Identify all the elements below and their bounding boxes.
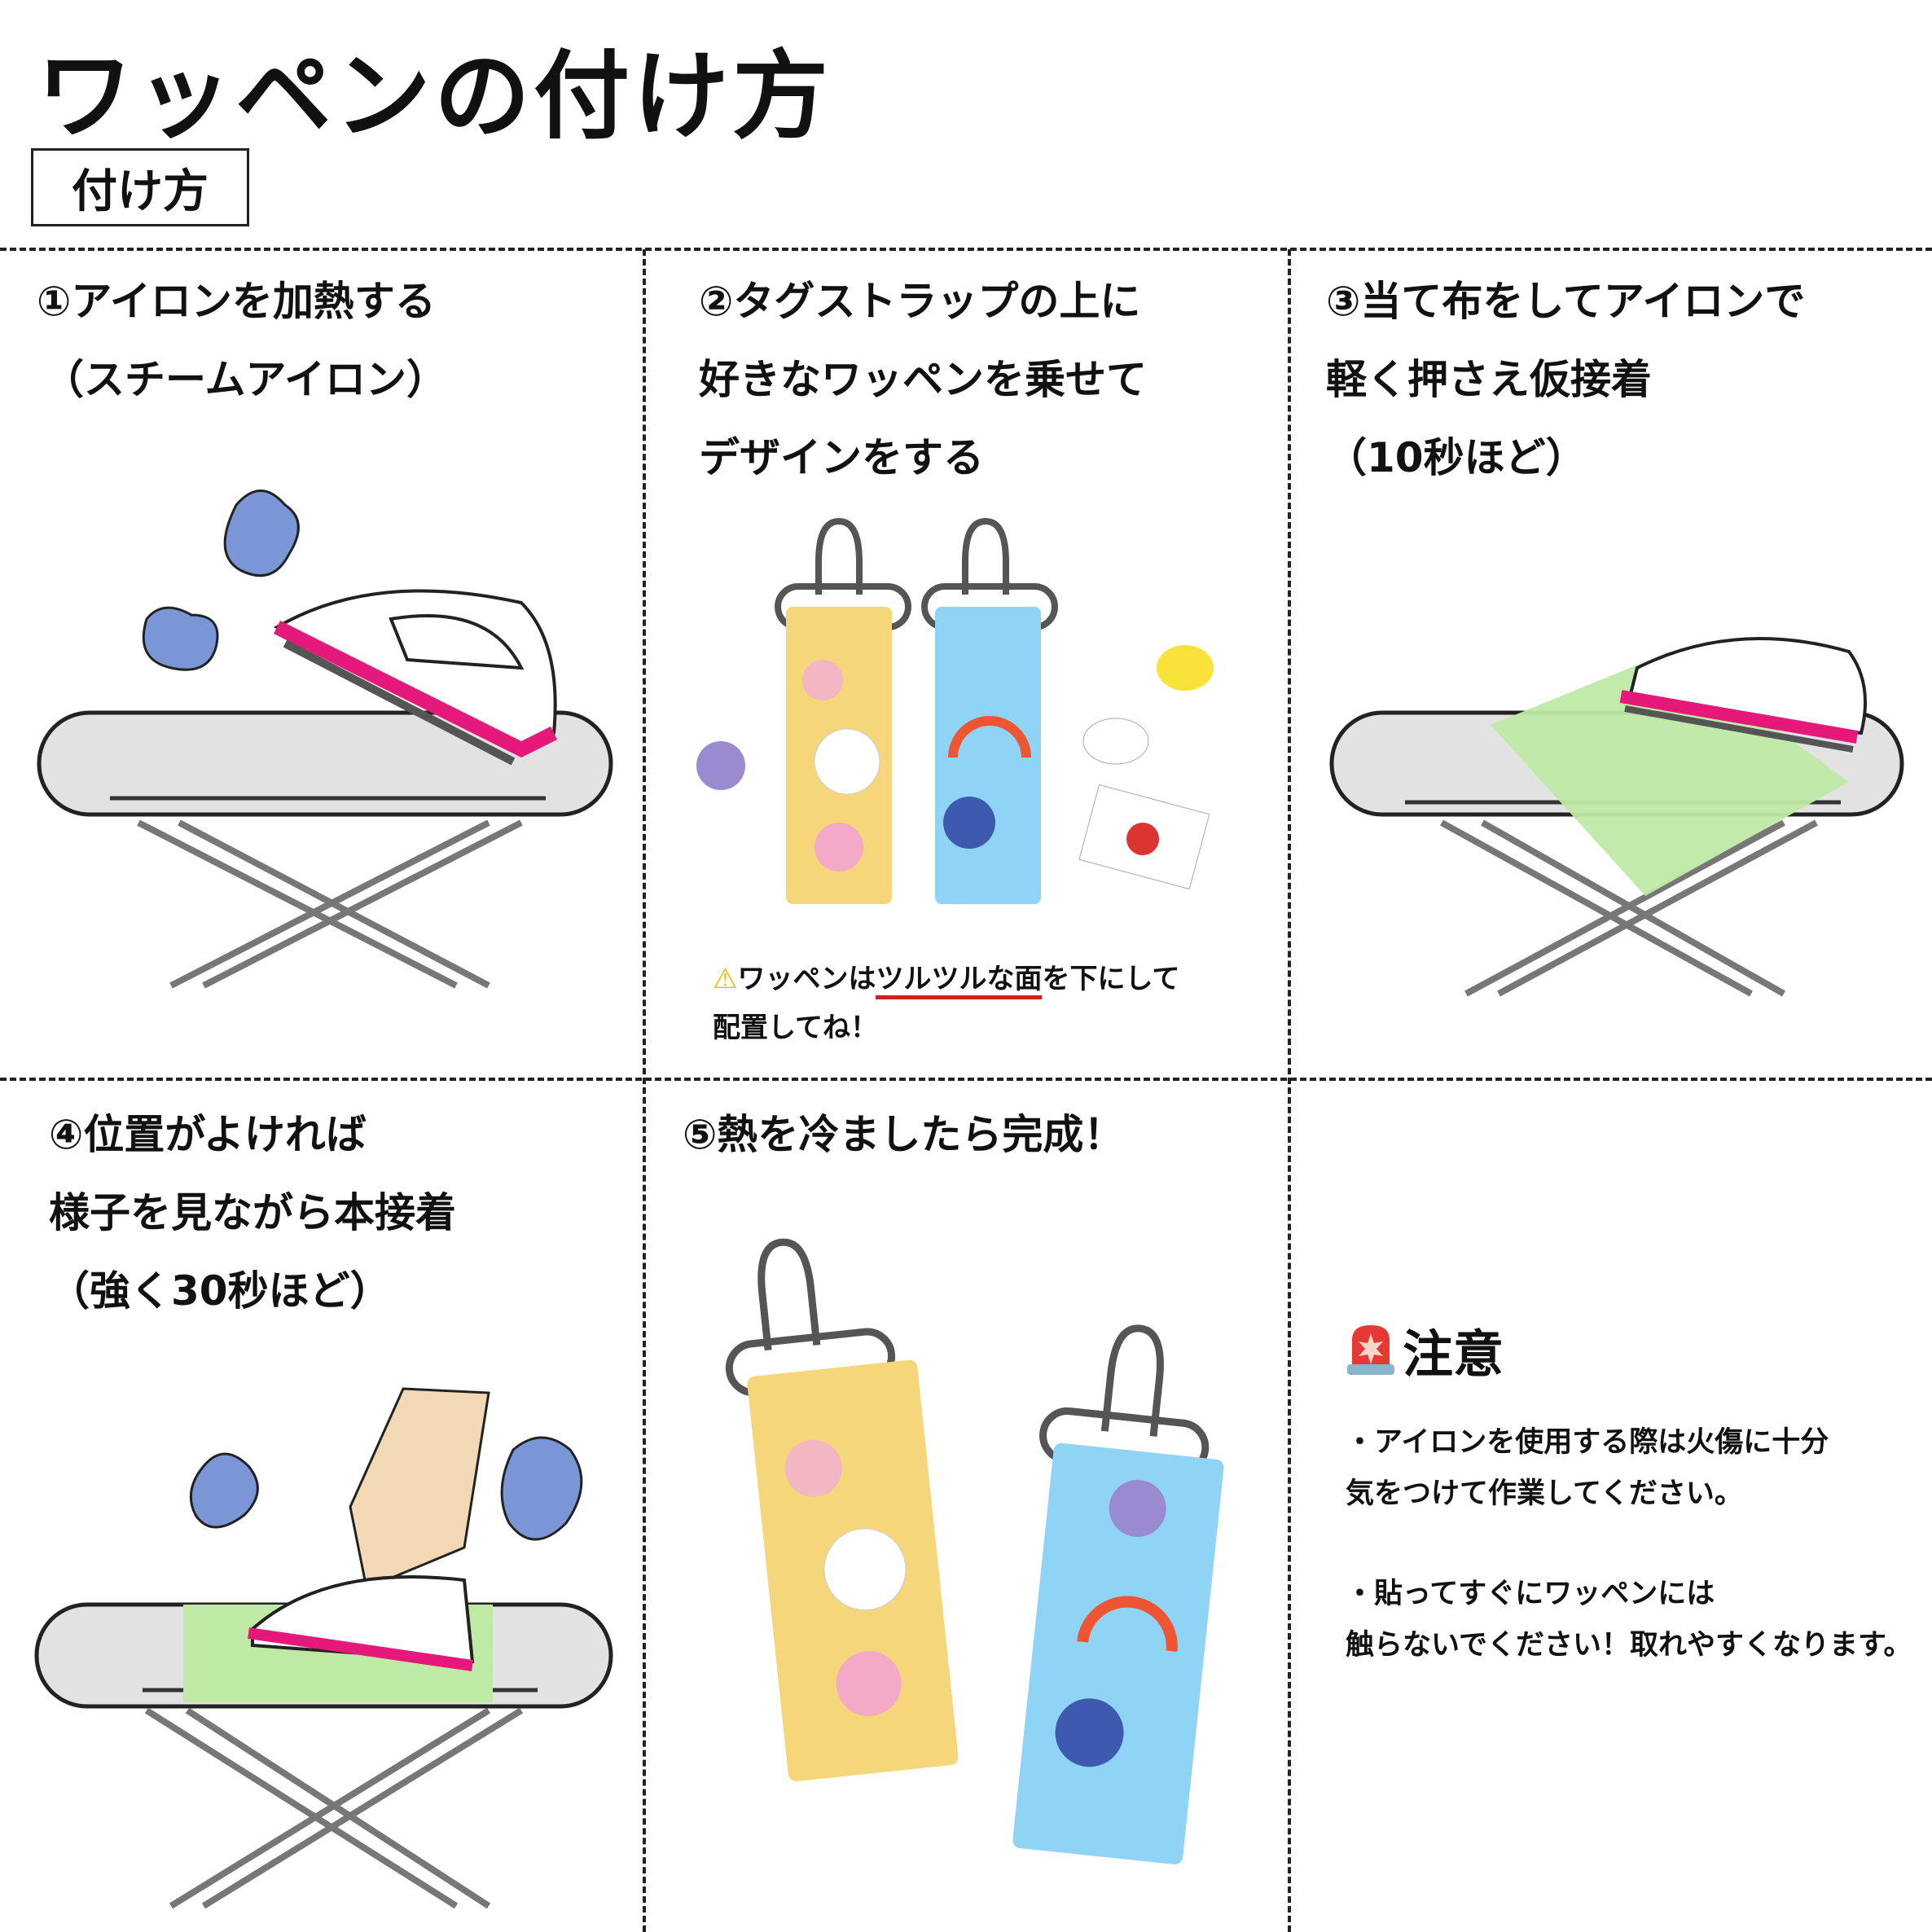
step-line: ⑤熱を冷ましたら完成！: [683, 1111, 1125, 1158]
patch-smiley: [696, 741, 745, 790]
step-line: （スチームアイロン）: [43, 356, 447, 403]
step-1-text: ①アイロンを加熱する （スチームアイロン）: [37, 262, 447, 419]
steam-cloud-icon: [142, 606, 219, 671]
caution-line: 気をつけて作業してください。: [1346, 1478, 1743, 1510]
finished-straps-illustration: [725, 1238, 1224, 1865]
iron-icon: [273, 589, 558, 766]
step-line: ④位置がよければ: [49, 1111, 367, 1158]
siren-icon: [1347, 1325, 1394, 1375]
divider: [0, 1078, 1932, 1081]
finished-strap-blue: [1012, 1324, 1224, 1865]
warning-icon: ⚠: [713, 963, 738, 995]
caution-line: ・アイロンを使用する際は火傷に十分: [1346, 1426, 1829, 1459]
strap-patches-illustration: [696, 518, 1214, 904]
pressing-illustration: [34, 1387, 613, 1909]
divider: [643, 249, 646, 1932]
caution-title-text: 注意: [1403, 1324, 1504, 1384]
pressing-cloth: [1491, 652, 1849, 896]
step-line: （強く30秒ほど）: [49, 1267, 391, 1315]
steam-cloud-icon: [500, 1436, 583, 1541]
patch-panda: [1082, 718, 1149, 765]
page-title: ワッペンの付け方: [37, 40, 832, 152]
step-2-text: ②タグストラップの上に 好きなワッペンを乗せて デザインをする: [699, 262, 1147, 497]
patch-flag-emblem: [1126, 823, 1159, 855]
step-line: ①アイロンを加熱する: [37, 278, 436, 325]
caution-heading: 注意: [1346, 1313, 1912, 1386]
ironing-illustration: [37, 490, 613, 989]
step-line: 好きなワッペンを乗せて: [699, 356, 1147, 403]
caution-line: ・貼ってすぐにワッペンには: [1346, 1578, 1715, 1610]
step-line: 軽く押さえ仮接着: [1326, 356, 1652, 403]
caution-panel: 注意 ・アイロンを使用する際は火傷に十分 気をつけて作業してください。 ・貼って…: [1346, 1313, 1912, 1671]
step-3-text: ③当て布をしてアイロンで 軽く押さえ仮接着 （10秒ほど）: [1326, 262, 1805, 497]
step-4-text: ④位置がよければ 様子を見ながら本接着 （強く30秒ほど）: [49, 1096, 456, 1330]
note-text: を下にして: [1042, 963, 1180, 995]
iron-icon: [1627, 637, 1867, 735]
patch-chick: [1157, 645, 1214, 691]
step-line: ②タグストラップの上に: [699, 278, 1141, 325]
divider: [1288, 249, 1291, 1932]
step-line: 様子を見ながら本接着: [49, 1189, 456, 1236]
steam-cloud-icon: [223, 490, 300, 577]
step-line: デザインをする: [699, 434, 984, 481]
iron-with-cloth-illustration: [1329, 637, 1904, 997]
hand-icon: [349, 1387, 490, 1591]
note-underlined-text: ツルツルな面: [876, 963, 1043, 999]
section-label: 付け方: [31, 148, 249, 226]
note-text: 配置してね！: [713, 1012, 878, 1044]
caution-line: 触らないでください！取れやすくなります。: [1346, 1629, 1912, 1662]
key-strap-yellow: [775, 518, 911, 904]
step-line: （10秒ほど）: [1326, 434, 1587, 481]
steam-cloud-icon: [189, 1452, 259, 1529]
note-text: ワッペンは: [737, 963, 876, 995]
key-strap-blue: [921, 518, 1058, 904]
step-line: ③当て布をしてアイロンで: [1326, 278, 1806, 325]
placement-note: ⚠ワッペンはツルツルな面を下にして 配置してね！: [713, 955, 1179, 1052]
finished-strap-yellow: [725, 1238, 959, 1781]
divider: [0, 248, 1932, 251]
step-5-text: ⑤熱を冷ましたら完成！: [683, 1096, 1124, 1174]
